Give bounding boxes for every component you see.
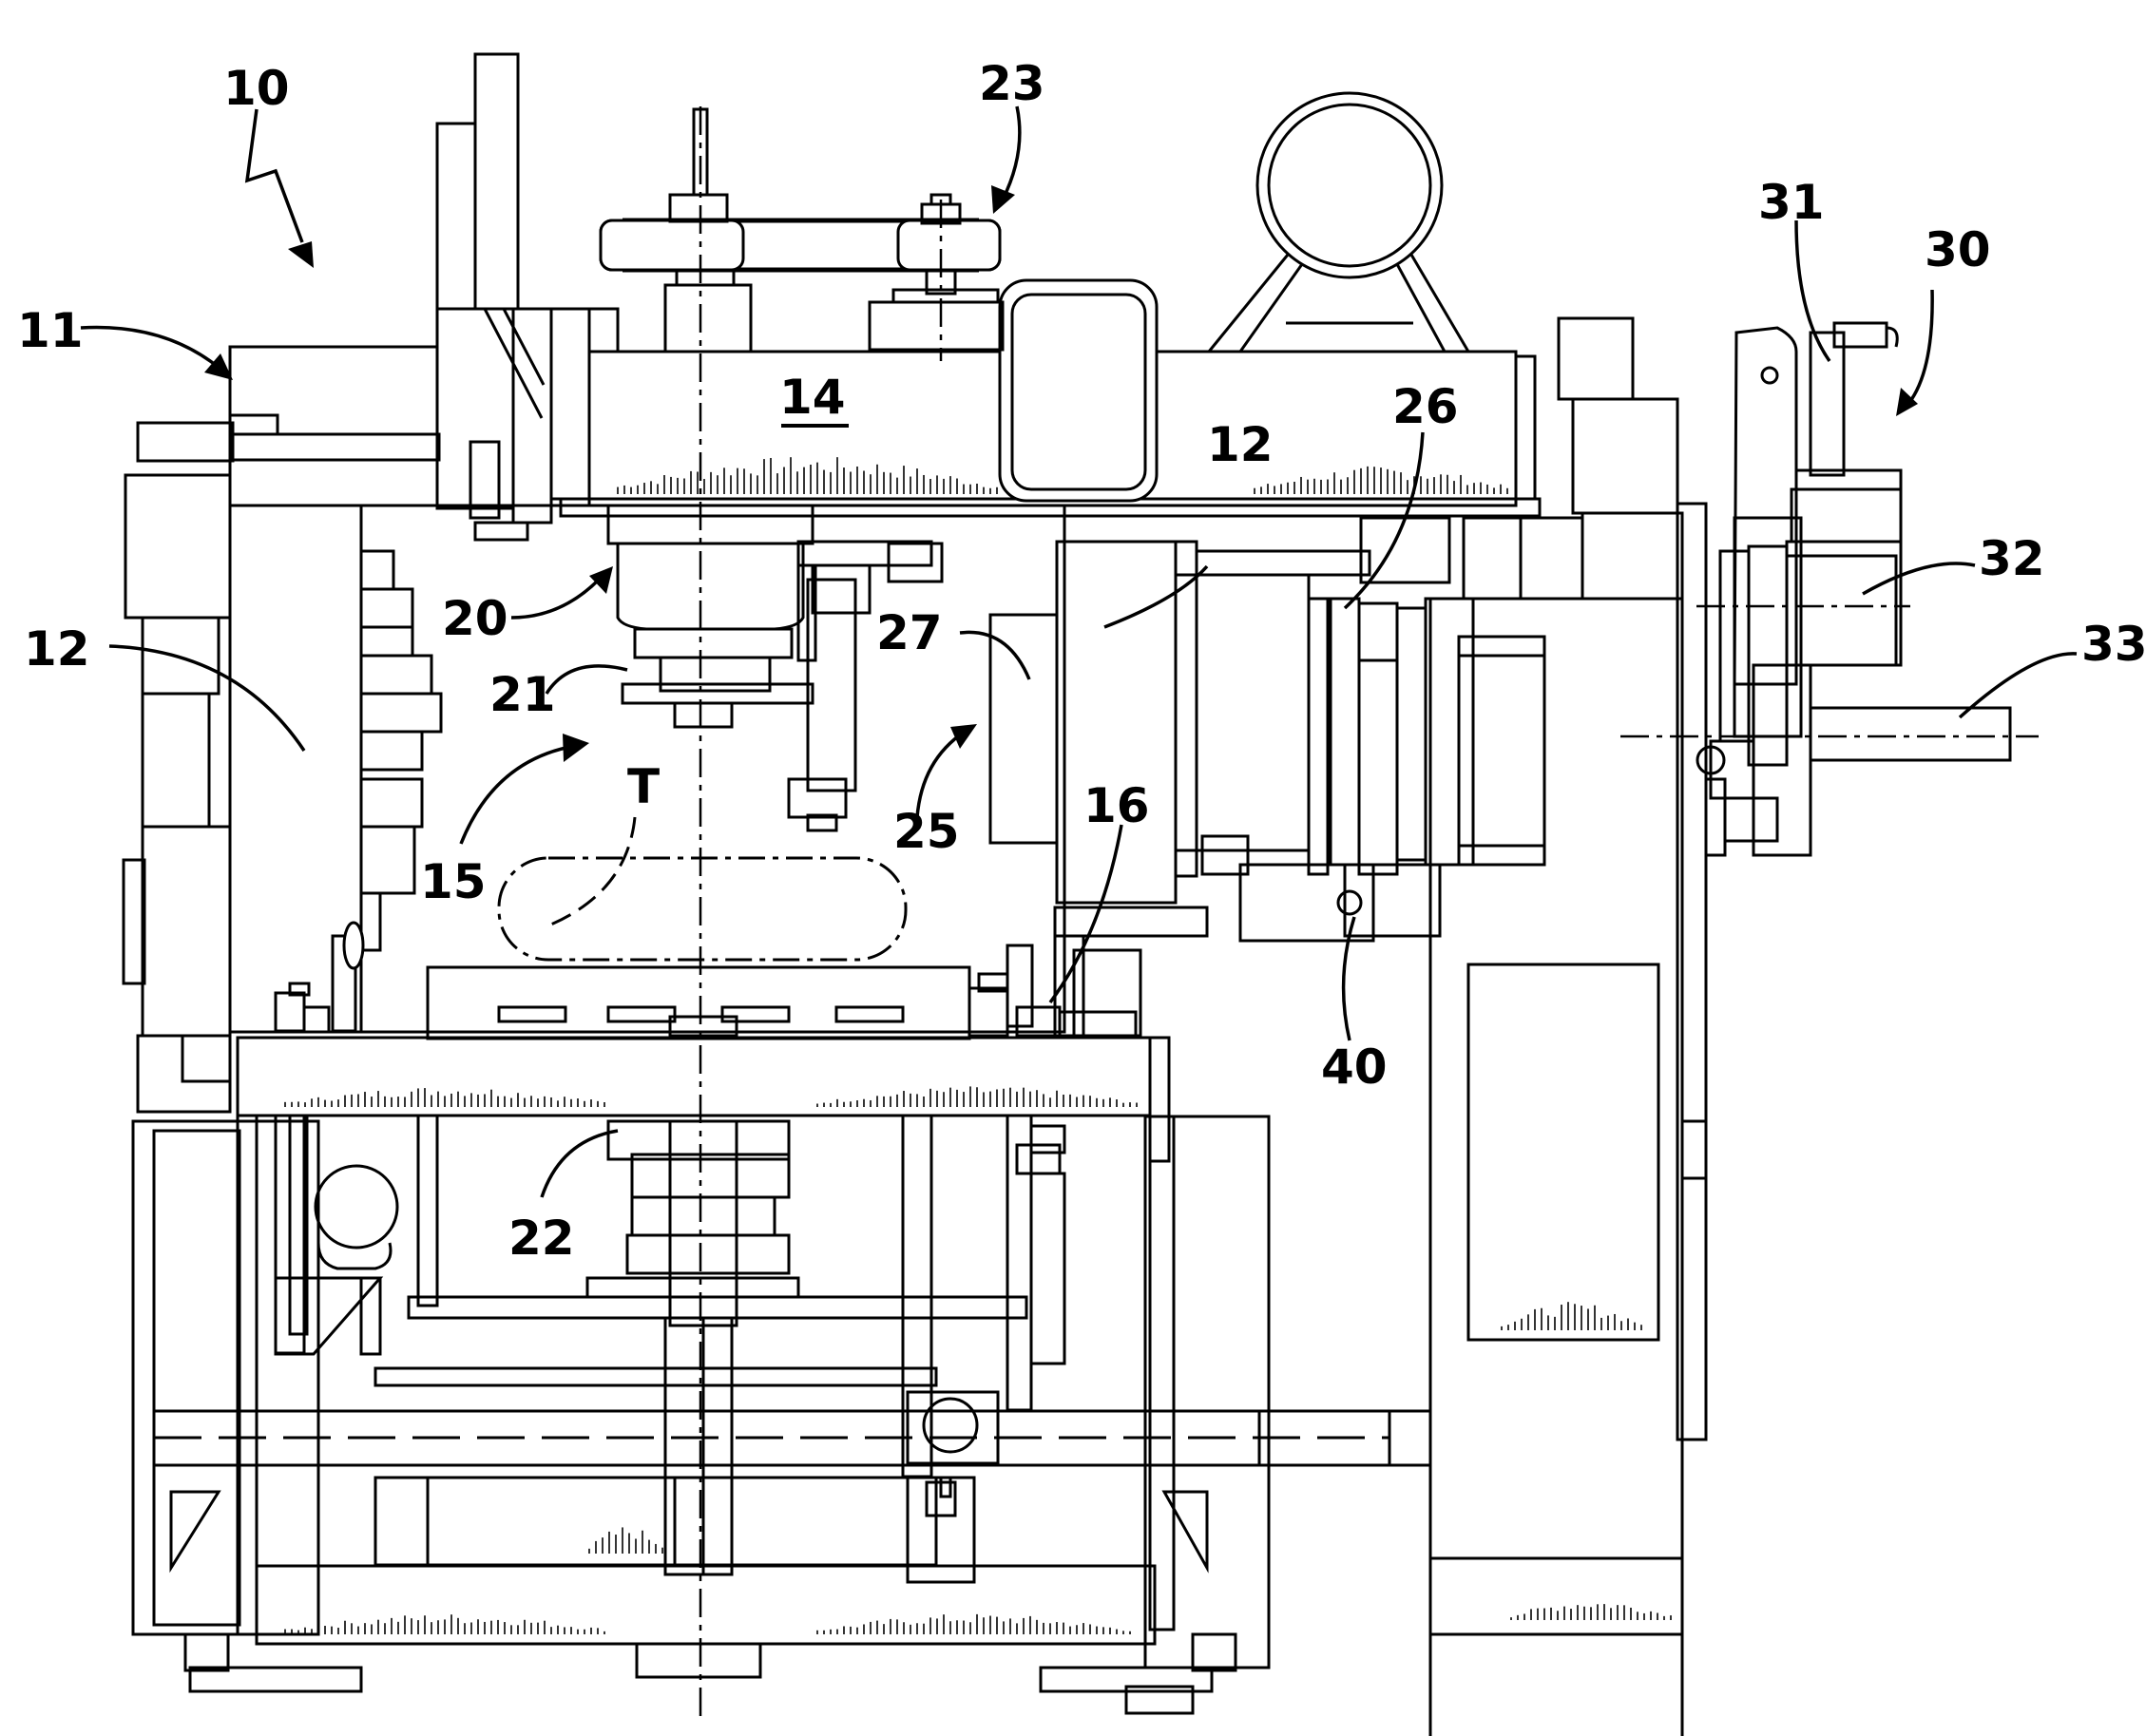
label-10: 10 bbox=[223, 61, 290, 116]
label-16: 16 bbox=[1083, 778, 1150, 833]
pulley-drive bbox=[601, 109, 1003, 352]
label-26: 26 bbox=[1392, 379, 1459, 434]
lower-frame bbox=[133, 1038, 1389, 1713]
label-33: 33 bbox=[2081, 617, 2146, 672]
label-20: 20 bbox=[442, 591, 508, 646]
uprights-right bbox=[990, 518, 1473, 941]
leader-lines bbox=[81, 106, 2077, 1197]
motor bbox=[1209, 93, 1468, 352]
label-12-left: 12 bbox=[24, 621, 90, 677]
label-25: 25 bbox=[893, 804, 960, 859]
label-30: 30 bbox=[1925, 222, 1991, 277]
label-27: 27 bbox=[876, 605, 943, 660]
hatching bbox=[285, 457, 1672, 1736]
base-table bbox=[428, 907, 1207, 1039]
label-32: 32 bbox=[1979, 531, 2045, 586]
label-15: 15 bbox=[420, 854, 487, 909]
tire-outline bbox=[499, 817, 906, 960]
callout-labels: 10 11 12 12 14 15 16 20 21 22 23 25 26 2… bbox=[17, 56, 2146, 1266]
label-14: 14 bbox=[779, 370, 846, 425]
main-frame bbox=[124, 475, 1064, 1112]
top-beam bbox=[138, 54, 1677, 540]
label-T: T bbox=[627, 759, 660, 814]
label-11: 11 bbox=[17, 303, 84, 358]
label-23: 23 bbox=[979, 56, 1045, 111]
assembly-30 bbox=[1697, 323, 2010, 855]
label-21: 21 bbox=[489, 667, 556, 722]
label-12-right: 12 bbox=[1207, 417, 1274, 472]
label-31: 31 bbox=[1758, 175, 1825, 230]
label-40: 40 bbox=[1321, 1040, 1388, 1095]
label-22: 22 bbox=[508, 1211, 575, 1266]
